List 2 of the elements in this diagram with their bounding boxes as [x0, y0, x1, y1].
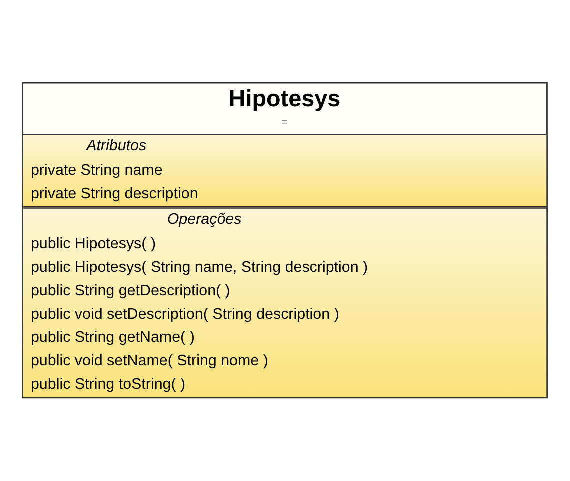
node-box: Atributos private String name private String description [22, 134, 548, 208]
node-box: Operações public Hipotesys( ) public Hipotesys( String name, String description ) public String getDescription( ) public void setDescription( String description ) public String getName( ) public void setName( String nome ) public String toString( ) [22, 208, 548, 399]
